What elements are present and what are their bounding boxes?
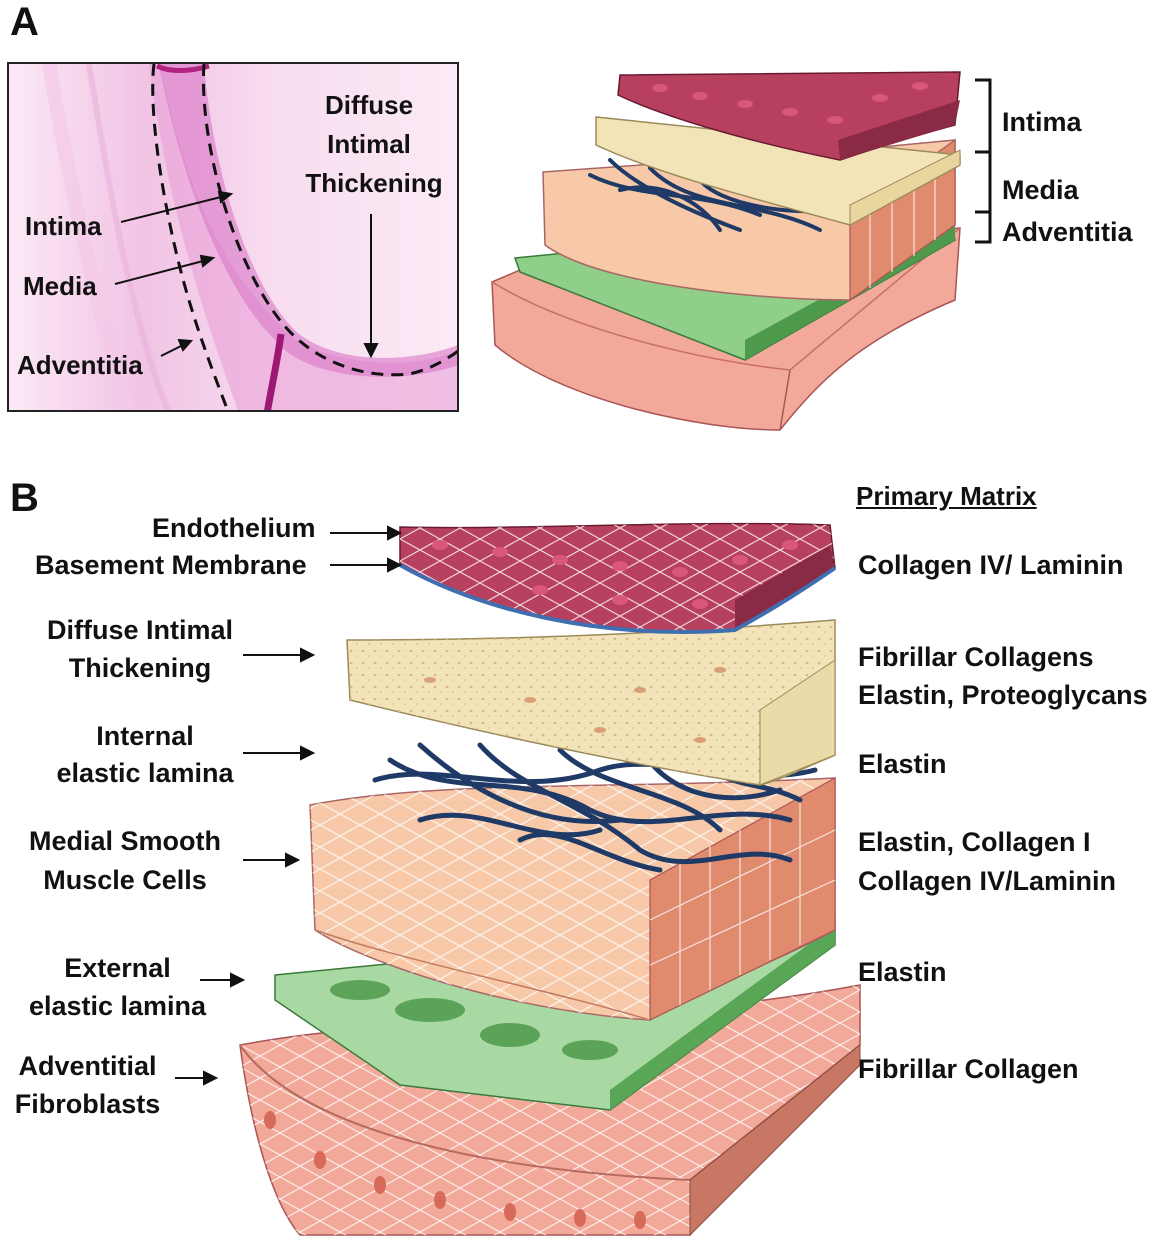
matrix-smc-2: Collagen IV/Laminin xyxy=(858,865,1116,897)
label-basement-membrane: Basement Membrane xyxy=(35,549,307,581)
matrix-basement: Collagen IV/ Laminin xyxy=(858,549,1124,581)
label-eel-2: elastic lamina xyxy=(0,990,235,1022)
label-smc-2: Muscle Cells xyxy=(5,864,245,896)
label-iel-1: Internal xyxy=(25,720,265,752)
matrix-eel: Elastin xyxy=(858,956,947,988)
label-adv-1: Adventitial xyxy=(0,1050,175,1082)
matrix-iel: Elastin xyxy=(858,748,947,780)
label-dit-2: Thickening xyxy=(20,652,260,684)
matrix-smc-1: Elastin, Collagen I xyxy=(858,826,1091,858)
matrix-dit-2: Elastin, Proteoglycans xyxy=(858,679,1148,711)
label-endothelium: Endothelium xyxy=(152,512,316,544)
label-smc-1: Medial Smooth xyxy=(5,825,245,857)
label-adv-2: Fibroblasts xyxy=(0,1088,175,1120)
label-iel-2: elastic lamina xyxy=(25,757,265,789)
label-dit-1: Diffuse Intimal xyxy=(20,614,260,646)
label-eel-1: External xyxy=(0,952,235,984)
matrix-adv: Fibrillar Collagen xyxy=(858,1053,1079,1085)
matrix-dit-1: Fibrillar Collagens xyxy=(858,641,1094,673)
